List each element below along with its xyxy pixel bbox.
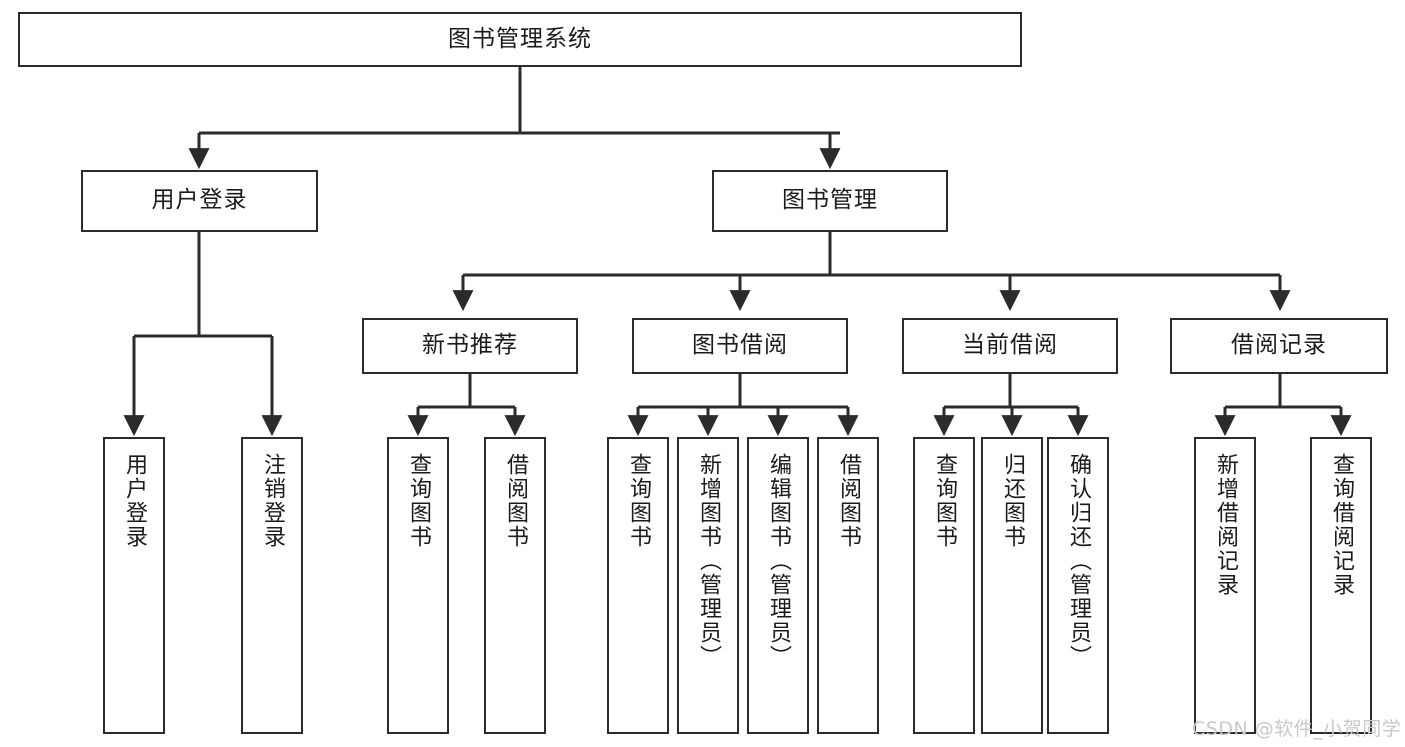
node-root-system[interactable]: 图书管理系统 bbox=[18, 12, 1022, 67]
leaf-user-login-logout[interactable]: 注销登录 bbox=[241, 437, 303, 734]
node-user-login[interactable]: 用户登录 bbox=[81, 170, 318, 232]
leaf-label: 用户登录 bbox=[121, 453, 147, 549]
leaf-label: 确认归还（管理员） bbox=[1065, 453, 1091, 669]
leaf-book-borrow-edit[interactable]: 编辑图书（管理员） bbox=[747, 437, 809, 734]
leaf-current-borrow-confirm-return[interactable]: 确认归还（管理员） bbox=[1047, 437, 1109, 734]
leaf-current-borrow-query[interactable]: 查询图书 bbox=[913, 437, 975, 734]
leaf-book-borrow-borrow[interactable]: 借阅图书 bbox=[817, 437, 879, 734]
leaf-label: 新增借阅记录 bbox=[1212, 453, 1238, 597]
leaf-label: 借阅图书 bbox=[502, 453, 528, 549]
node-book-management[interactable]: 图书管理 bbox=[712, 170, 948, 232]
leaf-label: 查询图书 bbox=[405, 453, 431, 549]
leaf-new-book-query[interactable]: 查询图书 bbox=[387, 437, 449, 734]
node-book-borrow[interactable]: 图书借阅 bbox=[632, 318, 848, 374]
leaf-label: 编辑图书（管理员） bbox=[765, 453, 791, 669]
leaf-current-borrow-return[interactable]: 归还图书 bbox=[981, 437, 1043, 734]
leaf-label: 借阅图书 bbox=[835, 453, 861, 549]
node-current-borrow-label: 当前借阅 bbox=[962, 332, 1058, 359]
watermark: CSDN @软件_小贺同学 bbox=[1192, 718, 1402, 740]
leaf-book-borrow-add[interactable]: 新增图书（管理员） bbox=[677, 437, 739, 734]
node-book-management-label: 图书管理 bbox=[782, 187, 878, 214]
leaf-book-borrow-query[interactable]: 查询图书 bbox=[607, 437, 669, 734]
node-user-login-label: 用户登录 bbox=[151, 187, 248, 214]
node-new-book-recommend-label: 新书推荐 bbox=[422, 332, 518, 359]
leaf-new-book-borrow[interactable]: 借阅图书 bbox=[484, 437, 546, 734]
leaf-label: 归还图书 bbox=[999, 453, 1025, 549]
node-borrow-record-label: 借阅记录 bbox=[1231, 332, 1327, 359]
leaf-label: 查询借阅记录 bbox=[1328, 453, 1354, 597]
leaf-label: 新增图书（管理员） bbox=[695, 453, 721, 669]
leaf-label: 注销登录 bbox=[259, 453, 285, 549]
node-root-system-label: 图书管理系统 bbox=[448, 25, 592, 52]
node-current-borrow[interactable]: 当前借阅 bbox=[902, 318, 1118, 374]
leaf-label: 查询图书 bbox=[625, 453, 651, 549]
leaf-borrow-record-add[interactable]: 新增借阅记录 bbox=[1194, 437, 1256, 734]
node-new-book-recommend[interactable]: 新书推荐 bbox=[362, 318, 578, 374]
leaf-borrow-record-query[interactable]: 查询借阅记录 bbox=[1310, 437, 1372, 734]
node-book-borrow-label: 图书借阅 bbox=[692, 332, 788, 359]
leaf-label: 查询图书 bbox=[931, 453, 957, 549]
node-borrow-record[interactable]: 借阅记录 bbox=[1170, 318, 1388, 374]
leaf-user-login-login[interactable]: 用户登录 bbox=[103, 437, 165, 734]
